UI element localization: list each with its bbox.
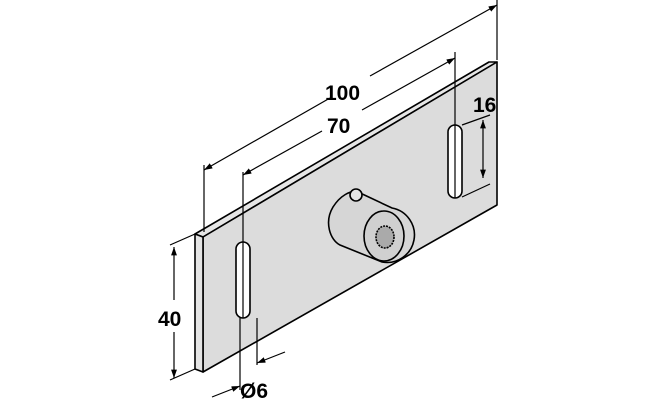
dim-height: 40 [158, 308, 181, 331]
dim-slot-diameter: Ø6 [240, 380, 268, 400]
thread-hole [375, 225, 395, 249]
threaded-nut [327, 188, 416, 264]
dimension-lines [169, 0, 498, 398]
dim-overall-length: 100 [325, 82, 360, 105]
dim-slot-length: 16 [473, 94, 496, 117]
dim-slot-spacing: 70 [327, 115, 350, 138]
plate-left-edge [194, 233, 204, 373]
